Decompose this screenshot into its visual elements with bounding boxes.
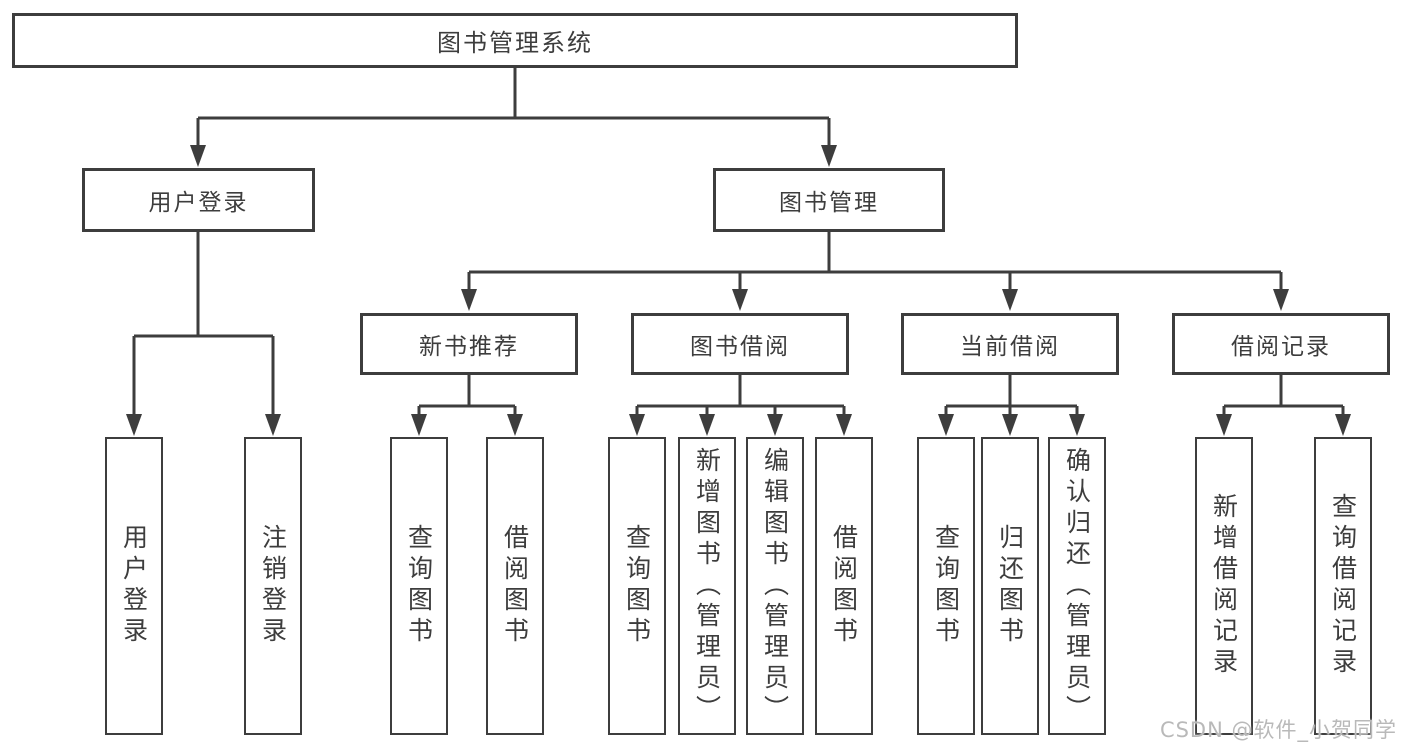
- node-borrow-books-borrowing: 借阅图书: [815, 437, 873, 735]
- node-edit-books-admin: 编辑图书（管理员）: [746, 437, 804, 735]
- node-label: 查询借阅记录: [1328, 493, 1358, 679]
- node-borrow-books-recommendation: 借阅图书: [486, 437, 544, 735]
- node-label: 查询图书: [622, 524, 652, 648]
- connector-borrowing-records: [1216, 375, 1351, 436]
- node-label: 归还图书: [995, 524, 1025, 648]
- node-label: 用户登录: [148, 190, 249, 216]
- connector-book-management-to-sections: [461, 232, 1289, 311]
- node-current-borrowing: 当前借阅: [901, 313, 1119, 375]
- node-label: 图书管理系统: [437, 29, 593, 57]
- node-user-login-leaf: 用户登录: [105, 437, 163, 735]
- node-book-management: 图书管理: [713, 168, 945, 232]
- node-label: 借阅记录: [1231, 334, 1331, 360]
- connector-user-login-to-leaves: [126, 232, 281, 436]
- connector-book-borrowing: [629, 375, 852, 436]
- node-add-books-admin: 新增图书（管理员）: [678, 437, 736, 735]
- node-label: 注销登录: [258, 524, 288, 648]
- node-label: 用户登录: [119, 524, 149, 648]
- node-label: 确认归还（管理员）: [1062, 446, 1092, 726]
- node-label: 图书借阅: [690, 334, 790, 360]
- connector-new-book-recommendation: [411, 375, 523, 436]
- node-label: 新书推荐: [419, 334, 519, 360]
- node-return-books: 归还图书: [981, 437, 1039, 735]
- node-label: 新增借阅记录: [1209, 493, 1239, 679]
- node-label: 当前借阅: [960, 334, 1060, 360]
- node-query-books-current: 查询图书: [917, 437, 975, 735]
- node-query-books-borrowing: 查询图书: [608, 437, 666, 735]
- node-book-borrowing: 图书借阅: [631, 313, 849, 375]
- node-label: 新增图书（管理员）: [692, 446, 722, 726]
- node-new-book-recommendation: 新书推荐: [360, 313, 578, 375]
- node-label: 借阅图书: [500, 524, 530, 648]
- node-label: 查询图书: [404, 524, 434, 648]
- connector-current-borrowing: [938, 375, 1085, 436]
- node-add-borrow-record: 新增借阅记录: [1195, 437, 1253, 735]
- node-label: 图书管理: [779, 190, 879, 216]
- node-query-books-recommendation: 查询图书: [390, 437, 448, 735]
- node-library-management-system: 图书管理系统: [12, 13, 1018, 68]
- csdn-watermark: CSDN @软件_小贺同学: [1159, 718, 1397, 742]
- connector-root-to-level2: [190, 68, 837, 167]
- node-label: 编辑图书（管理员）: [760, 446, 790, 726]
- node-query-borrow-record: 查询借阅记录: [1314, 437, 1372, 735]
- node-logout: 注销登录: [244, 437, 302, 735]
- node-user-login: 用户登录: [82, 168, 315, 232]
- node-borrowing-records: 借阅记录: [1172, 313, 1390, 375]
- node-confirm-return-admin: 确认归还（管理员）: [1048, 437, 1106, 735]
- node-label: 查询图书: [931, 524, 961, 648]
- node-label: 借阅图书: [829, 524, 859, 648]
